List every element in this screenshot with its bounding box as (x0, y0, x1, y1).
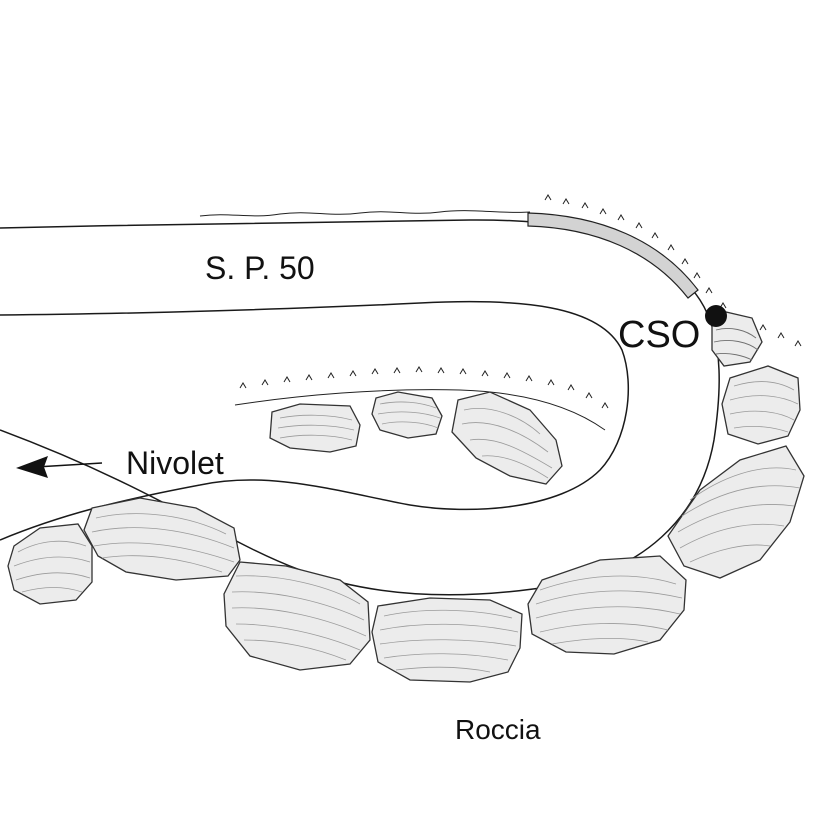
rock (83, 497, 241, 581)
rock (7, 523, 93, 605)
vegetation-marks-inner (234, 366, 609, 431)
road-name-label: S. P. 50 (205, 250, 315, 286)
terrain-label: Roccia (455, 714, 541, 745)
road-middle-edge (0, 300, 630, 541)
rock (371, 391, 443, 439)
road-outer-upper-edge (0, 219, 720, 596)
rock (667, 445, 805, 579)
cso-marker (705, 305, 727, 327)
inner-rocks (269, 391, 563, 485)
point-label: CSO (618, 314, 701, 356)
rock (721, 365, 801, 445)
vegetation-marks-outer (544, 194, 802, 347)
arrow-left-icon (16, 456, 103, 478)
rock (527, 555, 687, 655)
rock (451, 391, 563, 485)
road-edge-tick-fringe (199, 210, 531, 217)
outer-rocks (7, 311, 805, 683)
rock (223, 561, 371, 671)
destination-label: Nivolet (126, 445, 224, 481)
highlighted-road-segment (527, 212, 699, 299)
rock (711, 311, 763, 367)
road-edges (0, 219, 720, 596)
